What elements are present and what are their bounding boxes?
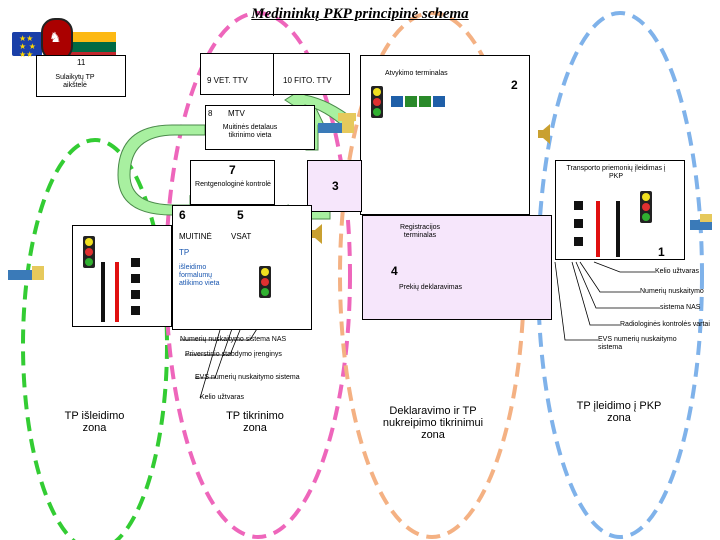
terminal-number: 2	[511, 78, 518, 92]
customs-label: MUITINĖ	[179, 232, 212, 241]
gate-marker	[574, 237, 583, 246]
entry-box: Transporto priemonių įleidimas į PKP 1	[555, 160, 685, 260]
barrier-icon	[115, 262, 119, 322]
mtv-label: MTV	[228, 109, 245, 118]
mtv-number: 8	[208, 109, 213, 118]
declaration-box: Registracijos terminalas 4 Prekių deklar…	[362, 215, 552, 320]
release-place-label: išleidimo formalumų atlikimo vieta	[179, 264, 220, 287]
box-1-number: 1	[658, 245, 665, 259]
entry-zone-label: TP įleidimo į PKP zona	[576, 400, 662, 424]
transport-entry-label: Transporto priemonių įleidimas į PKP	[566, 165, 666, 180]
release-zone-label: TP išleidimo zona	[64, 410, 125, 434]
customs-check-label: Muitinės detalaus tikrinimo vieta	[222, 124, 278, 139]
release-zone-ellipse	[21, 138, 169, 540]
gate-marker	[574, 219, 583, 228]
detained-lot-label: Sulaikytų TP aikštelė	[55, 74, 95, 89]
plate-reader-callout-left: Numerių nuskaitymo sistema NAS	[180, 336, 287, 343]
traffic-light-icon	[640, 191, 652, 223]
page-title: Medininkų PKP principinė schema	[251, 6, 469, 22]
inspection-zone-label: TP tikrinimo zona	[226, 410, 284, 434]
tp-label: TP	[179, 248, 190, 257]
truck-icon	[8, 266, 44, 280]
speaker-icon	[538, 124, 550, 144]
box-4-number: 4	[391, 264, 398, 278]
declaration-zone-label: Deklaravimo ir TP nukreipimo tikrinimui …	[382, 405, 484, 441]
arrow-indicators	[391, 94, 445, 112]
registration-label: Registracijos terminalas	[399, 224, 441, 239]
traffic-light-icon	[83, 236, 95, 268]
speaker-icon	[310, 224, 322, 244]
terminal-label: Atvykimo terminalas	[385, 70, 448, 77]
box-6-number: 6	[179, 208, 186, 222]
arrival-terminal: Atvykimo terminalas 2	[360, 55, 530, 215]
box-3: 3	[307, 160, 362, 212]
coat-of-arms-icon: ♞	[41, 18, 73, 62]
fito-label: 10 FITO. TTV	[283, 76, 332, 85]
barrier-icon	[596, 201, 600, 257]
inspection-zone-ellipse	[164, 11, 352, 539]
forced-stop-callout: Priverstinio stabdymo įrenginys	[185, 351, 282, 358]
eu-flag-icon: ★★★ ★★★	[12, 32, 42, 59]
barrier-icon	[616, 201, 620, 257]
vsat-label: VSAT	[231, 232, 252, 241]
radiation-gate-callout: Radiologinės kontrolės vartai	[620, 321, 710, 328]
vet-label: 9 VET. TTV	[207, 76, 248, 85]
truck-icon	[690, 214, 712, 230]
box-number: 11	[77, 58, 86, 67]
road-barrier-callout-right: Kelio užtvaras	[655, 268, 699, 275]
release-formalities-box: 6 5 MUITINĖ VSAT TP išleidimo formalumų …	[172, 205, 312, 330]
truck-icon	[318, 119, 354, 133]
release-gate-box	[72, 225, 172, 327]
traffic-light-icon	[371, 86, 383, 118]
detained-vehicles-lot: 11 Sulaikytų TP aikštelė	[36, 55, 126, 97]
vet-fito-box: 9 VET. TTV 10 FITO. TTV	[200, 53, 350, 96]
declaration-label: Prekių deklaravimas	[399, 284, 463, 291]
box-3-number: 3	[332, 179, 339, 193]
evs-callout-right: EVS numerių nuskaitymo sistema	[598, 336, 677, 351]
evs-callout-left: EVS numerių nuskaitymo sistema	[195, 374, 300, 381]
gate-marker	[574, 201, 583, 210]
mtv-box: 8 MTV Muitinės detalaus tikrinimo vieta	[205, 105, 315, 150]
plate-reader-callout-right: Numerių nuskaitymo	[640, 288, 704, 295]
nas-callout-right: sistema NAS	[660, 304, 701, 311]
traffic-light-icon	[259, 266, 271, 298]
truck-icon	[338, 113, 356, 121]
box-5-number: 5	[237, 208, 244, 222]
xray-number: 7	[229, 163, 236, 177]
xray-label: Rentgenologinė kontrolė	[195, 181, 271, 188]
xray-box: 7 Rentgenologinė kontrolė	[190, 160, 275, 205]
road-barrier-callout-left: Kelio užtvaras	[200, 394, 244, 401]
barrier-icon	[101, 262, 105, 322]
